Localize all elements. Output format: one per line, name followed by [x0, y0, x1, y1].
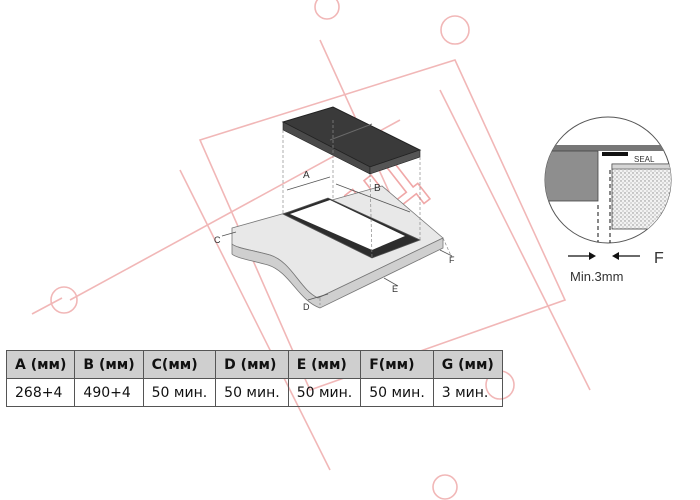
header-c: C(мм) — [142, 350, 217, 379]
table-row: 268+4 490+4 50 мин. 50 мин. 50 мин. 50 м… — [5, 378, 503, 407]
detail-circle: SEAL F Min.3mm — [544, 116, 672, 284]
header-e: E (мм) — [287, 350, 362, 379]
min-gap-label: Min.3mm — [570, 269, 623, 284]
label-c: C — [214, 235, 221, 245]
cooktop — [281, 106, 422, 175]
table-header-row: A (мм) B (мм) C(мм) D (мм) E (мм) F(мм) … — [5, 350, 503, 379]
seal-strip — [602, 152, 628, 156]
seal-label: SEAL — [634, 155, 655, 164]
label-f: F — [449, 255, 455, 265]
header-f: F(мм) — [360, 350, 434, 379]
header-a: A (мм) — [5, 350, 76, 379]
value-e: 50 мин. — [287, 378, 362, 407]
value-g: 3 мин. — [432, 378, 503, 407]
dimension-arrows — [221, 176, 453, 301]
header-d: D (мм) — [215, 350, 289, 379]
header-b: B (мм) — [74, 350, 144, 379]
value-b: 490+4 — [74, 378, 144, 407]
label-d: D — [303, 302, 310, 312]
value-d: 50 мин. — [215, 378, 289, 407]
label-e: E — [392, 284, 398, 294]
dimensions-table: A (мм) B (мм) C(мм) D (мм) E (мм) F(мм) … — [5, 350, 503, 407]
f-label: F — [654, 250, 664, 267]
dimension-lines — [231, 120, 453, 305]
value-f: 50 мин. — [360, 378, 434, 407]
value-c: 50 мин. — [142, 378, 217, 407]
label-a: A — [303, 170, 310, 181]
value-a: 268+4 — [5, 378, 76, 407]
header-g: G (мм) — [432, 350, 503, 379]
label-b: B — [374, 183, 381, 194]
dimension-labels: A B C D E F — [214, 170, 455, 312]
